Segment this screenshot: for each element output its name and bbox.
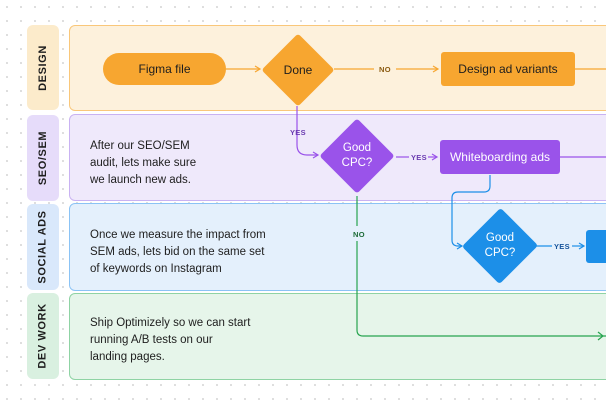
edge-label-no: NO: [353, 230, 365, 239]
lane-label-seo-sem: SEO/SEM: [27, 115, 59, 201]
edge-label-no: NO: [379, 65, 391, 74]
node-done-text: Done: [283, 62, 313, 77]
lane-label-dev-work: DEV WORK: [27, 293, 59, 379]
note-seo-sem: After our SEO/SEM audit, lets make sure …: [90, 138, 196, 189]
note-line: of keywords on Instagram: [90, 263, 222, 275]
note-dev-work: Ship Optimizely so we can start running …: [90, 315, 250, 366]
note-line: Once we measure the impact from: [90, 229, 266, 241]
edge-done-to-good-cpc: [296, 106, 320, 159]
node-design-ad-variants[interactable]: Design ad variants: [441, 52, 575, 86]
note-line: SEM ads, lets bid on the same set: [90, 246, 265, 258]
edge-no-to-dev: [356, 241, 606, 337]
node-good-cpc-line: CPC?: [341, 157, 373, 169]
note-line: Ship Optimizely so we can start: [90, 317, 251, 329]
node-done[interactable]: Done: [261, 33, 335, 107]
node-whiteboarding-ads[interactable]: Whiteboarding ads: [440, 140, 560, 174]
note-line: we launch new ads.: [90, 174, 192, 186]
node-good-cpc-2[interactable]: Good CPC?: [461, 207, 539, 285]
node-good-cpc-2-line: Good: [485, 232, 515, 244]
node-figma-file[interactable]: Figma file: [103, 53, 226, 85]
note-line: After our SEO/SEM: [90, 140, 190, 152]
node-good-cpc-2-line: CPC?: [484, 247, 516, 259]
lane-label-design: DESIGN: [27, 25, 59, 110]
node-good-cpc-label: Good CPC?: [322, 121, 392, 191]
note-social-ads: Once we measure the impact from SEM ads,…: [90, 227, 266, 278]
edge-label-yes: YES: [554, 242, 570, 251]
note-line: audit, lets make sure: [90, 157, 197, 169]
node-done-label: Done: [264, 36, 332, 104]
edge-label-yes: YES: [411, 153, 427, 162]
edge-whiteboarding-to-good-cpc-2: [451, 175, 491, 250]
lane-label-social-ads: SOCIAL ADS: [27, 204, 59, 290]
node-good-cpc[interactable]: Good CPC?: [319, 118, 395, 194]
node-social-next-step[interactable]: [586, 230, 606, 263]
node-good-cpc-line: Good: [342, 142, 372, 154]
edge-dev-arrowhead: [597, 331, 604, 341]
note-line: running A/B tests on our: [90, 334, 213, 346]
note-line: landing pages.: [90, 351, 165, 363]
edge-label-yes: YES: [290, 128, 306, 137]
node-good-cpc-2-label: Good CPC?: [465, 210, 535, 282]
